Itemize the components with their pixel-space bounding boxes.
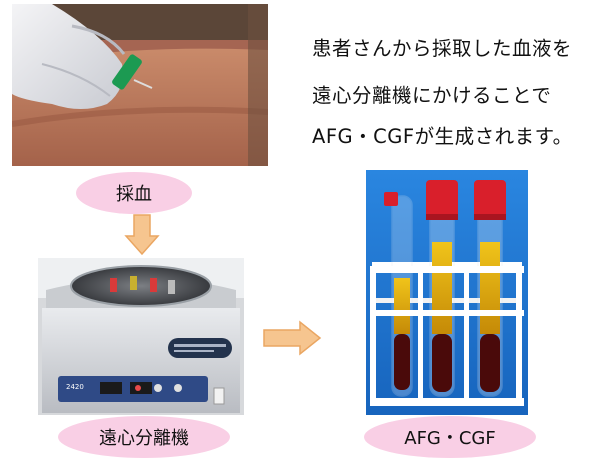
step-label-result-text: AFG・CGF: [404, 428, 496, 449]
description-line-1: 患者さんから採取した血液を: [312, 37, 573, 60]
blood-draw-photo: [12, 4, 268, 166]
step-label-centrifuge-text: 遠心分離機: [99, 428, 189, 449]
arrow-right-icon: [263, 320, 322, 356]
step-label-blood-draw: 採血: [76, 172, 192, 214]
description-line-2: 遠心分離機にかけることで: [312, 84, 552, 107]
step-label-blood-draw-text: 採血: [116, 184, 152, 205]
centrifuge-brand-text: 2420: [66, 383, 84, 391]
arrow-down-icon: [124, 214, 160, 256]
description-line-3: AFG・CGFが生成されます。: [312, 125, 573, 148]
centrifuge-photo: 2420: [38, 258, 244, 415]
step-label-result: AFG・CGF: [364, 416, 536, 458]
tubes-photo: [366, 170, 528, 415]
step-label-centrifuge: 遠心分離機: [58, 416, 230, 458]
